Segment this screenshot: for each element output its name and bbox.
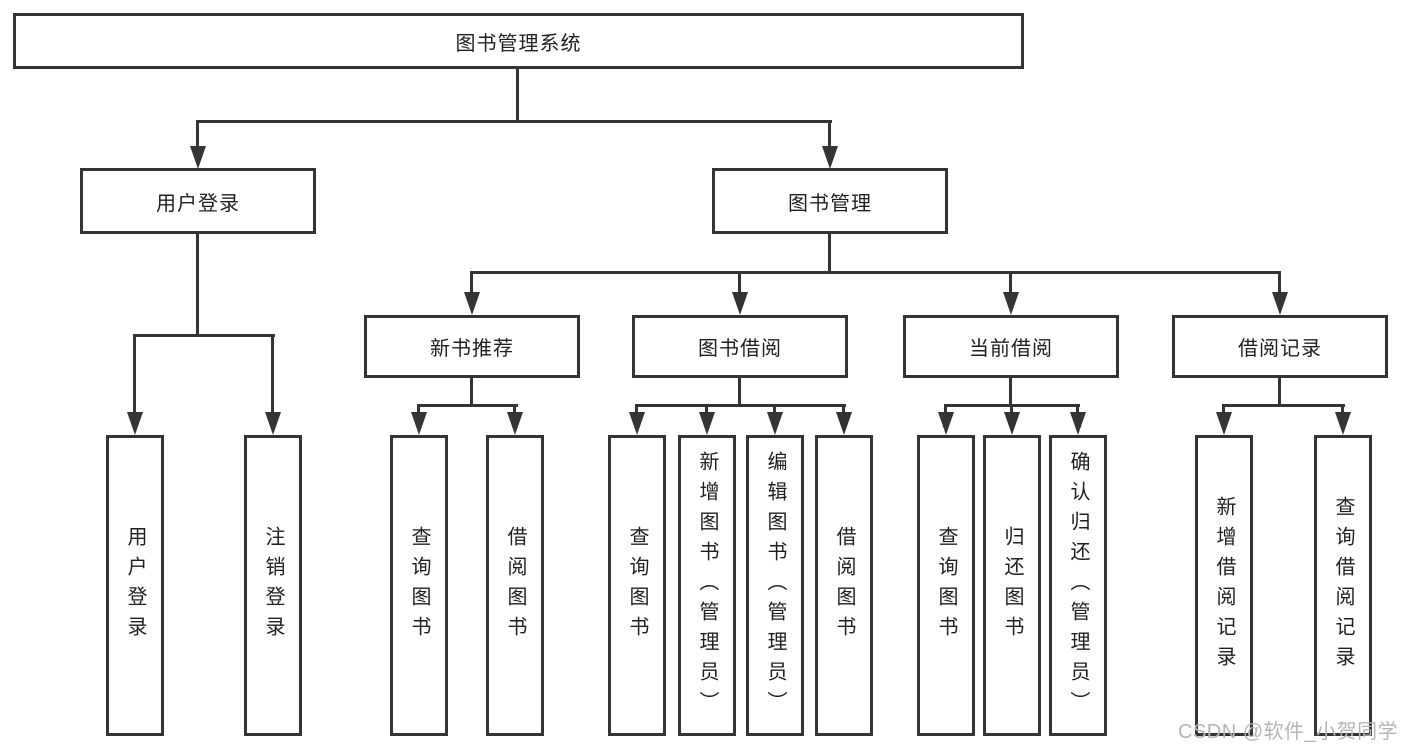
connector-stem	[1278, 376, 1281, 407]
node-label: 查询图书	[626, 525, 648, 646]
arrowhead-icon	[836, 412, 852, 435]
arrowhead-icon	[1004, 412, 1020, 435]
connector-drop	[828, 120, 831, 150]
node-label: 新增借阅记录	[1213, 495, 1235, 676]
connector-drop	[513, 404, 516, 416]
connector-stem	[828, 232, 831, 274]
node-label: 归还图书	[1001, 525, 1023, 646]
arrowhead-icon	[699, 412, 715, 435]
leaf-borrow-books-1: 借阅图书	[486, 435, 544, 736]
node-book-borrowing: 图书借阅	[632, 315, 848, 378]
connector-drop	[470, 271, 473, 295]
node-label: 图书管理	[788, 192, 872, 215]
arrowhead-icon	[629, 412, 645, 435]
node-label: 查询借阅记录	[1332, 495, 1354, 676]
csdn-watermark: CSDN @软件_小贺同学	[1178, 721, 1399, 743]
connector-drop	[944, 404, 947, 416]
connector-drop	[1010, 404, 1013, 416]
arrowhead-icon	[1003, 292, 1019, 315]
leaf-edit-books-admin: 编辑图书（管理员）	[746, 435, 804, 736]
connector-drop	[773, 404, 776, 416]
leaf-query-books-2: 查询图书	[608, 435, 666, 736]
connector-level2-bar	[470, 271, 1281, 274]
connector-drop	[1076, 404, 1079, 416]
connector-root-stem	[516, 66, 519, 123]
connector-drop	[738, 271, 741, 295]
node-label: 借阅图书	[833, 525, 855, 646]
arrowhead-icon	[1070, 412, 1086, 435]
connector-stem	[196, 232, 199, 337]
node-label: 新书推荐	[430, 338, 514, 360]
leaf-confirm-return-admin: 确认归还（管理员）	[1049, 435, 1107, 736]
node-label: 当前借阅	[969, 338, 1053, 360]
node-new-book-recommendation: 新书推荐	[364, 315, 580, 378]
connector-drop	[196, 120, 199, 150]
leaf-logout: 注销登录	[244, 435, 302, 736]
leaf-query-books-3: 查询图书	[917, 435, 975, 736]
arrowhead-icon	[507, 412, 523, 435]
leaf-user-login: 用户登录	[106, 435, 164, 736]
node-label: 图书借阅	[698, 338, 782, 360]
arrowhead-icon	[127, 412, 143, 435]
node-label: 注销登录	[262, 525, 284, 646]
arrowhead-icon	[822, 146, 838, 169]
connector-drop	[842, 404, 845, 416]
connector-bar	[635, 404, 846, 407]
node-current-borrowing: 当前借阅	[903, 315, 1119, 378]
connector-bar	[133, 334, 275, 337]
node-label: 查询图书	[408, 525, 430, 646]
leaf-add-borrow-record: 新增借阅记录	[1195, 435, 1253, 736]
connector-drop	[635, 404, 638, 416]
connector-stem	[470, 376, 473, 407]
node-library-management-system: 图书管理系统	[13, 13, 1024, 69]
connector-drop	[271, 334, 274, 416]
leaf-return-books: 归还图书	[983, 435, 1041, 736]
leaf-borrow-books-2: 借阅图书	[815, 435, 873, 736]
connector-drop	[1341, 404, 1344, 416]
leaf-query-borrow-record: 查询借阅记录	[1314, 435, 1372, 736]
connector-bar	[417, 404, 518, 407]
connector-drop	[1278, 271, 1281, 295]
node-label: 查询图书	[935, 525, 957, 646]
connector-drop	[1222, 404, 1225, 416]
connector-level1-bar	[196, 120, 832, 123]
node-label: 借阅记录	[1238, 338, 1322, 360]
arrowhead-icon	[265, 412, 281, 435]
node-user-login-branch: 用户登录	[80, 168, 316, 234]
node-label: 图书管理系统	[455, 32, 582, 55]
connector-drop	[705, 404, 708, 416]
arrowhead-icon	[190, 146, 206, 169]
connector-drop	[1009, 271, 1012, 295]
connector-bar	[1222, 404, 1345, 407]
node-label: 借阅图书	[504, 525, 526, 646]
node-label: 确认归还（管理员）	[1067, 450, 1089, 721]
connector-drop	[417, 404, 420, 416]
node-borrowing-records: 借阅记录	[1172, 315, 1388, 378]
arrowhead-icon	[767, 412, 783, 435]
arrowhead-icon	[1335, 412, 1351, 435]
connector-drop	[133, 334, 136, 416]
node-label: 用户登录	[156, 192, 240, 215]
connector-stem	[738, 376, 741, 407]
node-label: 用户登录	[124, 525, 146, 646]
arrowhead-icon	[464, 292, 480, 315]
node-label: 新增图书（管理员）	[696, 450, 718, 721]
arrowhead-icon	[938, 412, 954, 435]
arrowhead-icon	[1272, 292, 1288, 315]
arrowhead-icon	[732, 292, 748, 315]
node-book-management: 图书管理	[712, 168, 948, 234]
leaf-add-books-admin: 新增图书（管理员）	[678, 435, 736, 736]
node-label: 编辑图书（管理员）	[764, 450, 786, 721]
arrowhead-icon	[1216, 412, 1232, 435]
leaf-query-books-1: 查询图书	[390, 435, 448, 736]
connector-stem	[1009, 376, 1012, 407]
arrowhead-icon	[411, 412, 427, 435]
